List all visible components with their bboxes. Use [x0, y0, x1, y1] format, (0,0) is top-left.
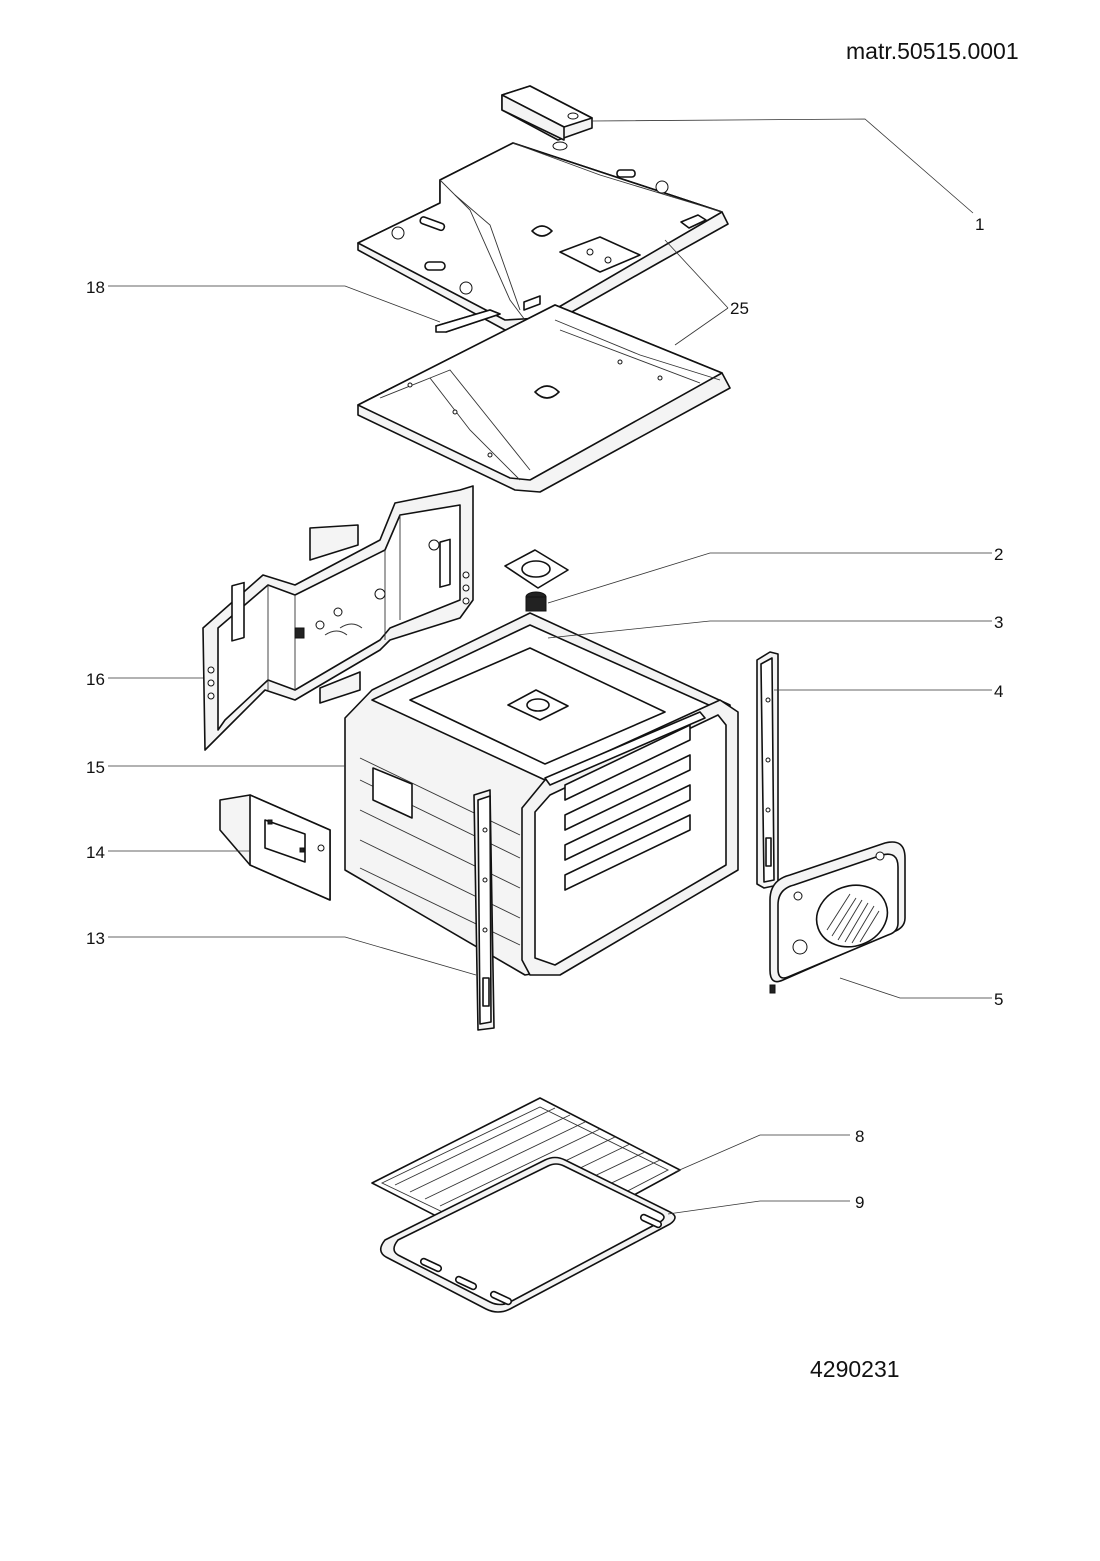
callout-4: 4 — [994, 682, 1004, 701]
front-strip — [435, 309, 501, 333]
leader-25a — [664, 239, 729, 309]
leader-3 — [547, 620, 992, 639]
leader-8 — [674, 1134, 850, 1173]
gasket-plate — [504, 549, 569, 589]
leader-2 — [547, 552, 992, 604]
callout-15: 15 — [86, 758, 105, 777]
baking-tray — [379, 1156, 676, 1313]
callout-3: 3 — [994, 613, 1004, 632]
rear-fan-cover — [769, 841, 906, 994]
document-reference: matr.50515.0001 — [846, 38, 1019, 64]
left-rail — [473, 789, 495, 1031]
callout-8: 8 — [855, 1127, 865, 1146]
callout-18: 18 — [86, 278, 105, 297]
callout-14: 14 — [86, 843, 105, 862]
leader-18 — [108, 285, 441, 323]
leader-1 — [591, 118, 974, 214]
callout-2: 2 — [994, 545, 1004, 564]
callout-5: 5 — [994, 990, 1004, 1009]
leader-lines — [108, 118, 992, 1215]
leader-9 — [667, 1200, 850, 1215]
callout-13: 13 — [86, 929, 105, 948]
top-panel-upper — [357, 142, 729, 331]
document-code: 4290231 — [810, 1356, 900, 1382]
side-bracket — [219, 794, 331, 901]
callout-25: 25 — [730, 299, 749, 318]
callout-9: 9 — [855, 1193, 865, 1212]
right-rail — [756, 651, 779, 889]
callout-16: 16 — [86, 670, 105, 689]
oven-cavity — [344, 612, 739, 976]
top-cover-box — [501, 85, 593, 151]
top-panel-lower — [357, 304, 731, 493]
leader-13 — [108, 936, 477, 976]
callout-1: 1 — [975, 215, 985, 234]
leader-25b — [674, 307, 729, 346]
fan-grille — [826, 893, 880, 944]
leader-5 — [839, 977, 992, 999]
left-side-insulation-panel — [202, 485, 474, 751]
